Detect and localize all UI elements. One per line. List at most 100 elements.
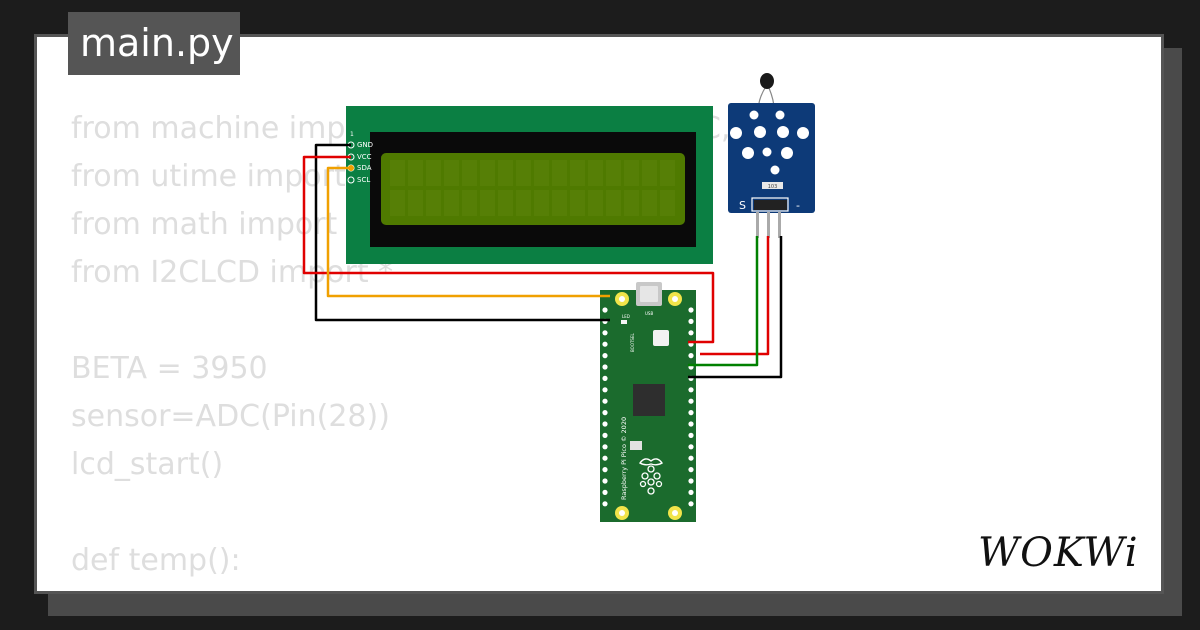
sensor-pad [762, 147, 772, 157]
lcd-character-grid [390, 160, 675, 216]
gpio-pad [602, 341, 608, 347]
lcd-char-cell [570, 160, 585, 186]
lcd-char-cell [516, 160, 531, 186]
gpio-pad [688, 410, 694, 416]
lcd-char-cell [498, 160, 513, 186]
lcd-pin-label-scl: SCL [357, 176, 370, 184]
mount-hole [797, 127, 809, 139]
file-tab-label: main.py [80, 21, 234, 65]
lcd-char-cell [516, 190, 531, 216]
gpio-pad [602, 387, 608, 393]
lcd-char-cell [444, 160, 459, 186]
gpio-pad [688, 398, 694, 404]
status-led [621, 320, 627, 324]
smd-resistor [762, 182, 783, 189]
gpio-pad [602, 307, 608, 313]
lcd-char-cell [660, 190, 675, 216]
lcd-char-cell [462, 190, 477, 216]
lcd-char-cell [624, 160, 639, 186]
wire-gnd-lcd[interactable] [314, 143, 610, 322]
gpio-pad [688, 387, 694, 393]
lcd-char-cell [444, 190, 459, 216]
raspberry-pi-pico[interactable]: LED USB BOOTSEL Raspberry Pi Pico © 2020 [600, 282, 696, 522]
gpio-pad [602, 489, 608, 495]
gpio-pad [602, 421, 608, 427]
rp2040-chip [633, 384, 665, 416]
lcd-pin-label-vcc: VCC [357, 153, 372, 161]
lcd-pin-scl-hole [347, 176, 355, 184]
lcd-char-cell [660, 160, 675, 186]
code-line: sensor=ADC(Pin(28)) [71, 399, 390, 434]
gpio-pad [602, 467, 608, 473]
crystal [630, 441, 642, 450]
code-line: lcd_start() [71, 447, 224, 482]
header-block [754, 200, 787, 210]
gpio-pad [602, 364, 608, 370]
wire-vcc-sensor[interactable] [700, 236, 770, 356]
sensor-pad [781, 147, 793, 159]
lcd-pin-label-gnd: GND [357, 141, 373, 149]
lcd-pin-label-sda: SDA [357, 164, 372, 172]
lcd-char-cell [588, 160, 603, 186]
gpio-pad [688, 421, 694, 427]
lcd-char-cell [480, 190, 495, 216]
gpio-pad [602, 410, 608, 416]
lcd-char-cell [552, 160, 567, 186]
header-pin [767, 212, 770, 238]
wire-vcc-lcd[interactable] [302, 155, 715, 344]
lcd-char-cell [642, 160, 657, 186]
wire-signal-sensor[interactable] [688, 236, 759, 367]
gpio-pad [688, 501, 694, 507]
gpio-pad [688, 353, 694, 359]
bootsel-button[interactable] [653, 330, 669, 346]
usb-connector-inner [640, 286, 658, 302]
gpio-pad [602, 398, 608, 404]
header-pin [756, 212, 759, 238]
sensor-pad [754, 126, 766, 138]
lcd-char-cell [534, 160, 549, 186]
gpio-pad [688, 455, 694, 461]
wokwi-logo-text: WOKWi [978, 530, 1139, 576]
sensor-board [728, 103, 815, 213]
wire-endpoint [348, 165, 354, 171]
file-tab[interactable]: main.py [68, 12, 240, 75]
gpio-pad [688, 318, 694, 324]
lcd-1602[interactable]: 1 GND VCC SDA SCL [346, 106, 713, 264]
bootsel-label: BOOTSEL [630, 333, 635, 352]
thermistor-bead [760, 73, 774, 89]
lcd-char-cell [390, 190, 405, 216]
sensor-pad [770, 165, 780, 175]
mount-hole-center [619, 296, 625, 302]
lcd-char-cell [426, 160, 441, 186]
gpio-pad [602, 501, 608, 507]
lcd-char-cell [462, 160, 477, 186]
header-outline [751, 197, 789, 212]
lcd-char-cell [426, 190, 441, 216]
board-silkscreen: Raspberry Pi Pico © 2020 [620, 417, 628, 500]
wire-gnd-sensor[interactable] [688, 236, 783, 379]
lcd-char-cell [408, 160, 423, 186]
wires [302, 143, 783, 379]
code-line: BETA = 3950 [71, 351, 268, 386]
mount-hole [730, 127, 742, 139]
lcd-pin1-marker: 1 [350, 131, 354, 138]
lcd-char-cell [408, 190, 423, 216]
lcd-char-cell [570, 190, 585, 216]
gpio-pad [688, 432, 694, 438]
sensor-pad [749, 110, 759, 120]
led-label: LED [622, 314, 630, 319]
sensor-pad [775, 110, 785, 120]
mount-hole-center [672, 296, 678, 302]
raspberry-logo-icon [638, 458, 664, 495]
gpio-pad [602, 478, 608, 484]
resistor-label: 103 [768, 184, 778, 190]
sensor-pin-label-s: S [739, 199, 746, 212]
wire-sda-lcd[interactable] [326, 166, 610, 298]
gpio-pad [688, 489, 694, 495]
pico-gpio-pads [602, 307, 694, 507]
usb-label: USB [645, 311, 653, 316]
ntc-temperature-sensor[interactable]: 103 S - [728, 73, 815, 238]
gpio-pad [688, 467, 694, 473]
gpio-pad [602, 353, 608, 359]
